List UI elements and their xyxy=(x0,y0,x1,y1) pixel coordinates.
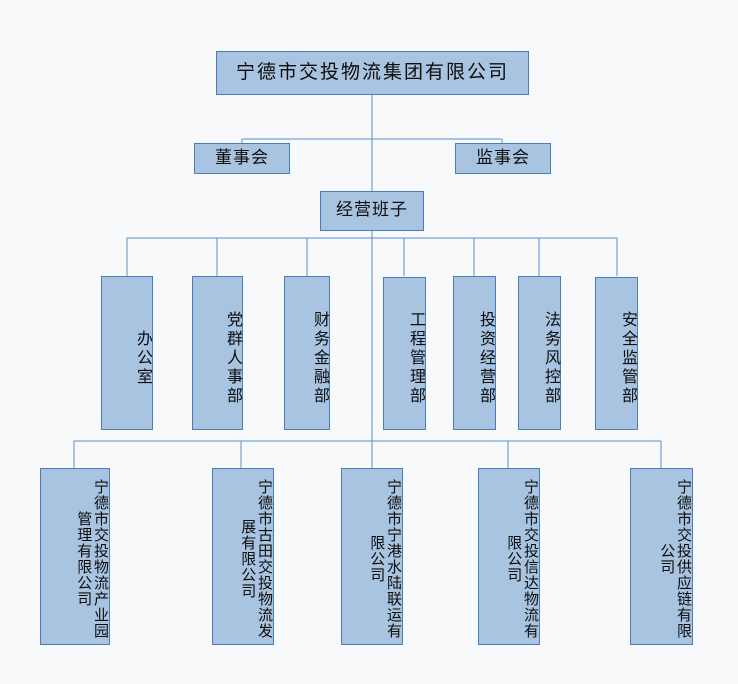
node-department-legal-risk[interactable]: 法务风控部 xyxy=(518,276,561,430)
node-department-finance[interactable]: 财务金融部 xyxy=(284,276,330,430)
node-subsidiary-gutian-logistics[interactable]: 宁德市古田交投物流发展有限公司 xyxy=(212,468,274,645)
node-department-party-hr[interactable]: 党群人事部 xyxy=(192,276,243,430)
node-department-safety[interactable]: 安全监管部 xyxy=(595,277,638,430)
node-subsidiary-ninggang-transport[interactable]: 宁德市宁港水陆联运有限公司 xyxy=(341,468,403,645)
node-subsidiary-supply-chain[interactable]: 宁德市交投供应链有限公司 xyxy=(630,468,693,645)
node-subsidiary-xinda-logistics[interactable]: 宁德市交投信达物流有限公司 xyxy=(478,468,540,645)
node-subsidiary-logistics-park[interactable]: 宁德市交投物流产业园管理有限公司 xyxy=(40,468,110,645)
node-department-engineering[interactable]: 工程管理部 xyxy=(383,277,426,430)
node-department-investment[interactable]: 投资经营部 xyxy=(453,276,496,430)
node-department-office[interactable]: 办公室 xyxy=(101,276,153,430)
node-board-of-directors[interactable]: 董事会 xyxy=(194,143,290,174)
node-root-company[interactable]: 宁德市交投物流集团有限公司 xyxy=(216,51,529,95)
node-management-team[interactable]: 经营班子 xyxy=(320,191,424,231)
node-board-of-supervisors[interactable]: 监事会 xyxy=(455,143,551,174)
